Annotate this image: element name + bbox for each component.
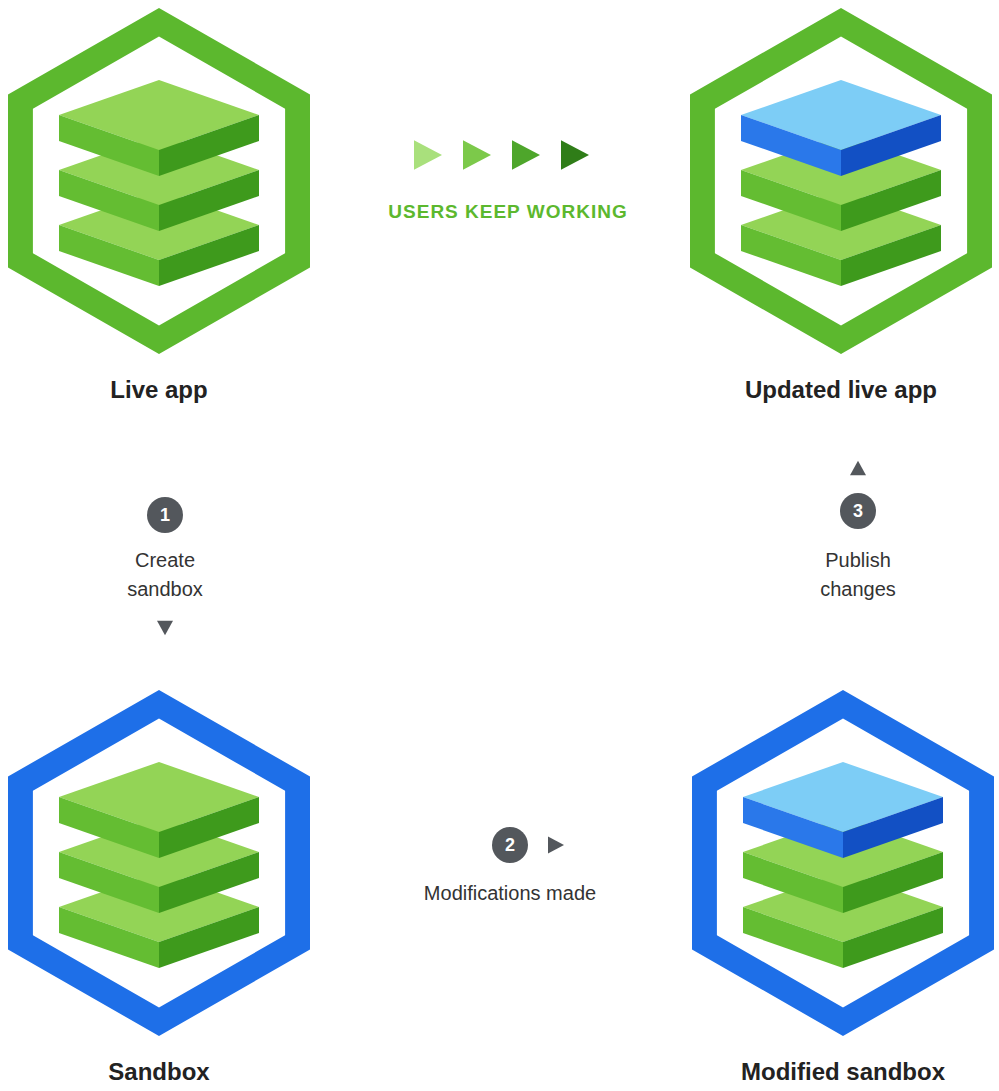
arrow-head (850, 461, 866, 475)
app-label: Live app (8, 376, 310, 404)
app-label: Updated live app (690, 376, 992, 404)
hexagon-outline (8, 690, 310, 1036)
step-label: Publish changes (798, 546, 918, 604)
layer-stack (59, 80, 259, 286)
layer-stack (743, 762, 943, 968)
hexagon-node: Sandbox (8, 690, 310, 1086)
callout-number: 1 (147, 497, 183, 533)
flow-banner: USERS KEEP WORKING (388, 197, 627, 226)
flow-connector (850, 404, 866, 690)
hexagon-node: Modified sandbox (692, 690, 994, 1086)
callout-number: 2 (492, 827, 528, 863)
app-label: Sandbox (8, 1058, 310, 1086)
layer-stack (741, 80, 941, 286)
arrow-head (157, 621, 173, 635)
hexagon-node: Live app (8, 8, 310, 404)
arrow-head (548, 837, 564, 854)
hexagon-outline (8, 8, 310, 354)
step-label: Create sandbox (105, 546, 225, 604)
flow-connector (310, 140, 690, 169)
hexagon-node: Updated live app (690, 8, 992, 404)
layer-stack (59, 762, 259, 968)
step-label: Modifications made (424, 879, 596, 908)
app-label: Modified sandbox (692, 1058, 994, 1086)
hexagon-outline (690, 8, 992, 354)
hexagon-outline (692, 690, 994, 1036)
arrow-head (463, 140, 491, 169)
arrow-head (512, 140, 540, 169)
arrow-head (561, 140, 589, 169)
flow-connector (157, 404, 173, 690)
callout-number: 3 (840, 493, 876, 529)
arrow-head (414, 140, 442, 169)
